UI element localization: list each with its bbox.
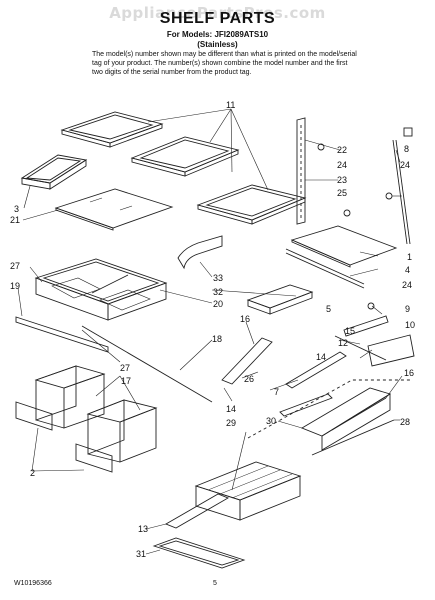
callout-label: 12 xyxy=(338,338,348,348)
callout-label: 32 xyxy=(213,287,223,297)
part-tray-31 xyxy=(152,537,246,569)
callout-label: 14 xyxy=(316,352,326,362)
callout-label: 16 xyxy=(240,314,250,324)
callout-label: 33 xyxy=(213,273,223,283)
part-shelf-top-left xyxy=(60,111,164,148)
part-shelf-top-middle xyxy=(130,136,240,177)
callout-label: 27 xyxy=(120,363,130,373)
callout-label: 4 xyxy=(405,265,410,275)
part-deli-tray xyxy=(246,284,314,315)
callout-label: 26 xyxy=(244,374,254,384)
part-shelf-bracket-30 xyxy=(300,387,392,451)
document-number: W10196366 xyxy=(14,580,52,587)
part-crisper-drawer-right xyxy=(86,399,158,463)
part-cover-33 xyxy=(177,235,223,270)
callout-label: 9 xyxy=(405,304,410,314)
part-small-bin xyxy=(20,154,88,190)
callout-labels: 11 22 8 24 24 23 25 3 21 1 4 33 27 32 20… xyxy=(10,100,415,559)
part-slide-rail-16 xyxy=(221,337,273,385)
callout-label: 29 xyxy=(226,418,236,428)
callout-label: 14 xyxy=(226,404,236,414)
part-trim-strip-4 xyxy=(285,248,365,289)
part-glass-shelf-21 xyxy=(54,188,174,231)
callout-label: 23 xyxy=(337,175,347,185)
callout-label: 1 xyxy=(407,252,412,262)
part-right-hardware xyxy=(334,302,415,367)
callout-label: 8 xyxy=(404,144,409,154)
assembly-guide-line xyxy=(247,379,410,439)
callout-label: 15 xyxy=(345,326,355,336)
callout-label: 10 xyxy=(405,320,415,330)
callout-label: 24 xyxy=(402,280,412,290)
callout-label: 25 xyxy=(337,188,347,198)
part-rod-28 xyxy=(311,419,395,456)
part-shelf-top-right xyxy=(196,184,307,225)
variant-line: (Stainless) xyxy=(197,40,238,49)
callout-label: 24 xyxy=(400,160,410,170)
part-crisper-frame xyxy=(34,258,168,321)
part-glass-shelf-1 xyxy=(290,225,398,268)
callout-label: 31 xyxy=(136,549,146,559)
watermark: AppliancePartsPros.com xyxy=(109,4,326,22)
callout-label: 18 xyxy=(212,334,222,344)
part-slide-rail-14 xyxy=(279,351,347,417)
callout-label: 24 xyxy=(337,160,347,170)
callout-label: 16 xyxy=(404,368,414,378)
callout-label: 28 xyxy=(400,417,410,427)
part-rail-13 xyxy=(164,493,230,529)
models-line: For Models: JFI2089ATS10 xyxy=(166,30,269,39)
callout-label: 27 xyxy=(10,261,20,271)
part-drawer-front xyxy=(15,401,113,473)
callout-leaders xyxy=(17,108,403,555)
callout-label: 3 xyxy=(14,204,19,214)
part-wire-basket xyxy=(194,461,302,521)
part-upright-bracket xyxy=(296,117,351,225)
callout-label: 21 xyxy=(10,215,20,225)
callout-label: 13 xyxy=(138,524,148,534)
callout-label: 20 xyxy=(213,299,223,309)
disclaimer-note: The model(s) number shown may be differe… xyxy=(92,51,357,76)
callout-label: 11 xyxy=(226,100,235,110)
part-crisper-drawer-left xyxy=(34,365,106,429)
part-rod-18 xyxy=(81,325,213,403)
callout-label: 19 xyxy=(10,281,20,291)
page-title: SHELF PARTS xyxy=(159,10,276,27)
callout-label: 22 xyxy=(337,145,347,155)
callout-label: 17 xyxy=(121,376,131,386)
page-number: 5 xyxy=(213,580,217,587)
callout-label: 5 xyxy=(326,304,331,314)
callout-label: 30 xyxy=(266,416,276,426)
part-rail-19 xyxy=(15,316,109,353)
callout-label: 2 xyxy=(30,468,35,478)
callout-label: 7 xyxy=(274,387,279,397)
